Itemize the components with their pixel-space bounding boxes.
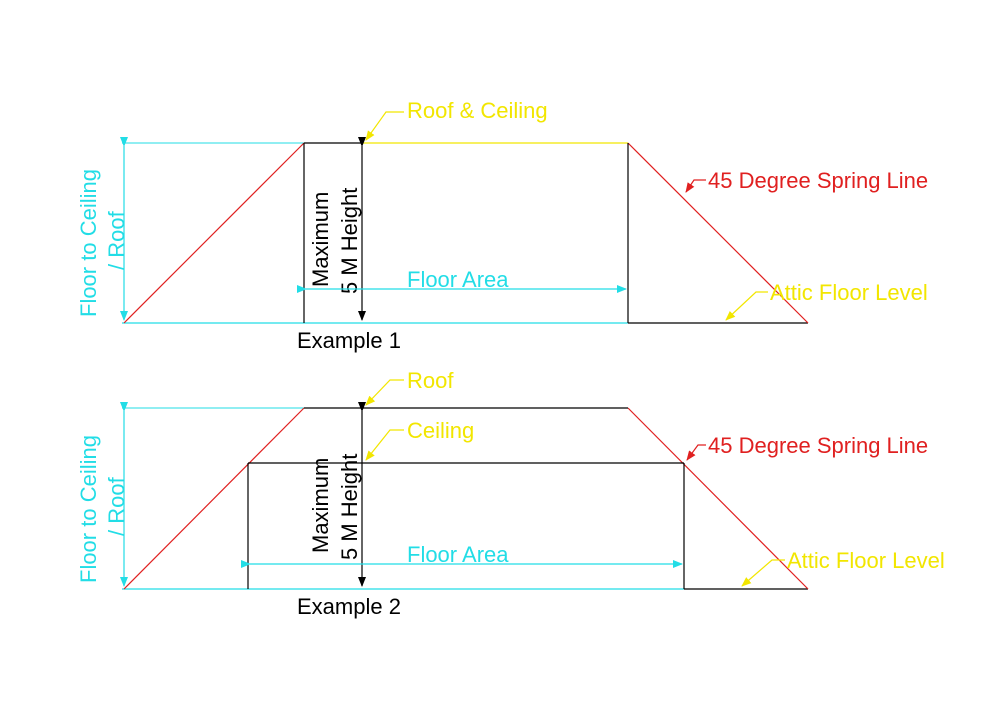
ex2-spring-line-leader (686, 444, 706, 461)
ex1-max-height-label-2: 5 M Height (337, 188, 362, 294)
ex2-roof-leader (365, 379, 404, 406)
ex1-attic-floor-leader (725, 291, 768, 321)
ex1-caption: Example 1 (297, 328, 401, 353)
ex1-attic-floor-label: Attic Floor Level (770, 280, 928, 305)
ex2-ceiling-label: Ceiling (407, 418, 474, 443)
ex1-floor-to-ceiling-label-2: / Roof (104, 210, 129, 270)
ex2-ceiling-leader (365, 429, 404, 461)
ex2-floor-area-label: Floor Area (407, 542, 509, 567)
ex1-spring-line-leader (685, 179, 706, 193)
example-1: Floor to Ceiling / Roof Maximum 5 M Heig… (76, 98, 928, 353)
ex2-attic-floor-label: Attic Floor Level (787, 548, 945, 573)
ex2-max-height-label-2: 5 M Height (337, 454, 362, 560)
example-2: Floor to Ceiling / Roof Maximum 5 M Heig… (76, 368, 945, 619)
ex2-spring-line-label: 45 Degree Spring Line (708, 433, 928, 458)
ex1-floor-area-label: Floor Area (407, 267, 509, 292)
ex2-floor-to-ceiling-label-2: / Roof (104, 476, 129, 536)
ex1-max-height-label-1: Maximum (308, 192, 333, 287)
ex1-spring-line-left (123, 142, 305, 324)
ex1-roof-ceiling-label: Roof & Ceiling (407, 98, 548, 123)
ex2-attic-floor-leader (741, 559, 785, 587)
ex1-floor-to-ceiling-label-1: Floor to Ceiling (76, 169, 101, 317)
ex1-roof-ceiling-leader (365, 111, 404, 141)
ex2-roof-label: Roof (407, 368, 454, 393)
ex2-max-height-label-1: Maximum (308, 458, 333, 553)
ex1-spring-line-right (627, 142, 809, 324)
ex2-spring-line-right (627, 407, 809, 590)
ex1-spring-line-label: 45 Degree Spring Line (708, 168, 928, 193)
ex2-spring-line-left (123, 407, 305, 590)
ex2-floor-to-ceiling-label-1: Floor to Ceiling (76, 435, 101, 583)
ex2-caption: Example 2 (297, 594, 401, 619)
